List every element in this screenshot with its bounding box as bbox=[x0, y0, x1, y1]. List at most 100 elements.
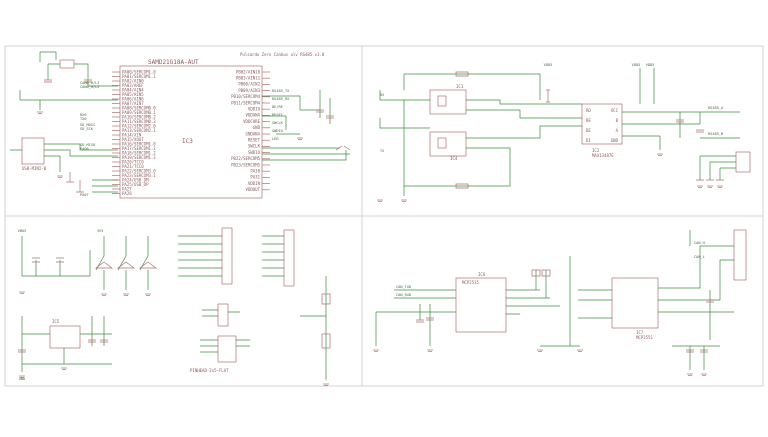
mcu-right-pin: PB08/AIN2 bbox=[238, 82, 260, 87]
mcu-left-net-label: SD_MOSI bbox=[80, 123, 95, 127]
mcu-left-pin: PA19/SERCOM1.3 bbox=[122, 155, 156, 160]
header-a bbox=[221, 227, 233, 285]
ground-symbol bbox=[427, 349, 433, 352]
power-net-label: 3V3 bbox=[97, 229, 104, 233]
ground-symbol bbox=[701, 373, 707, 376]
mcu-left-pin: PA21/TCC0 bbox=[122, 164, 144, 169]
mcu-left-pin: PA17/SERCOM1.1 bbox=[122, 146, 156, 151]
mcu-ref-label: IC3 bbox=[182, 138, 193, 145]
ground-symbol bbox=[373, 349, 379, 352]
crystal bbox=[59, 59, 75, 69]
mcu-left-pin: PA02/AIN0 bbox=[122, 78, 144, 83]
mcu-left-pin: PA22/SERCOM3.0 bbox=[122, 168, 156, 173]
ground-symbol bbox=[323, 383, 329, 386]
mcu-right-pin: PB02/AIN10 bbox=[236, 69, 261, 74]
usb-body bbox=[21, 137, 45, 165]
mcu-left-net-label: CAN0_H/L2 bbox=[80, 85, 99, 89]
mcu-right-pin: VDDIO bbox=[248, 107, 261, 112]
mcu-left-pin: PA00/SERCOM1.0 bbox=[122, 69, 156, 74]
mcu-right-net-label: RESET bbox=[272, 113, 284, 117]
mcu-right-pin: PA30 bbox=[250, 169, 260, 174]
ground-symbol bbox=[377, 199, 383, 202]
opto1-ref: IC1 bbox=[456, 84, 464, 89]
ground-symbols bbox=[19, 111, 723, 386]
usb-label: USB-MINI-B bbox=[22, 166, 47, 171]
mcu-left-pin: PA13/SERCOM2.1 bbox=[122, 128, 156, 133]
can-controller-ref: IC6 bbox=[478, 272, 486, 277]
ground-symbol bbox=[401, 199, 407, 202]
can-net-label: CAN_H bbox=[694, 241, 705, 245]
mcu-left-pin: PA09/SERCOM0.1 bbox=[122, 110, 156, 115]
can-net-label: CAN_L bbox=[694, 255, 705, 259]
sheet-title: Pulsardo Zero Canbus ulv RS485 v3.0 bbox=[240, 52, 325, 57]
mcu-left-pin: PA01/SERCOM1.1 bbox=[122, 74, 156, 79]
rs485-connector bbox=[735, 151, 751, 173]
mcu-right-pin: VDDANA bbox=[246, 113, 261, 118]
rs485-pin-left: DE bbox=[586, 128, 591, 133]
mcu-left-net-label: PA07 bbox=[80, 193, 89, 197]
mcu-left-pin: PA25/USB_DP bbox=[122, 182, 149, 187]
rs485-net-label: TX bbox=[380, 149, 385, 153]
header-block: PINHEAD-2x5-FLAT bbox=[178, 227, 331, 380]
mcu-right-pin: SWDIO bbox=[248, 150, 261, 155]
mcu-left-pin: PA20/TCC0 bbox=[122, 159, 144, 164]
rs485-pin-right: A bbox=[616, 128, 619, 133]
mcu-right-net-label: LED bbox=[272, 137, 279, 141]
mcu-left-pin: PA23/SERCOM3.1 bbox=[122, 173, 156, 178]
mcu-right-pin: PB09/AIN3 bbox=[238, 88, 260, 93]
header-2x5-label: PINHEAD-2x5-FLAT bbox=[190, 368, 229, 373]
power-net-label: GND bbox=[19, 377, 26, 381]
ground-symbol bbox=[123, 293, 129, 296]
rs485-power-label: VDD5 bbox=[646, 63, 655, 67]
mcu-left-nets: CAN0_H/L3CAN0_H/L2RX0TX0SD_MOSISD_SCKSD_… bbox=[80, 81, 99, 197]
mcu-right-pin: PB10/SERCOM4 bbox=[231, 94, 260, 99]
ground-symbol bbox=[657, 153, 663, 156]
can-controller-part: MCP2515 bbox=[462, 280, 479, 285]
mcu-right-pin: PB22/SERCOM5 bbox=[231, 156, 260, 161]
mcu-left-net-label: SD_MISO bbox=[80, 143, 95, 147]
ground-symbol bbox=[19, 291, 25, 294]
mcu-left-pin: PA11/SERCOM0.3 bbox=[122, 119, 156, 124]
opto1-body bbox=[429, 89, 467, 115]
mcu-right-pin: VDDCORE bbox=[243, 119, 260, 124]
mcu-right-net-label: SWDIO bbox=[272, 129, 283, 133]
mcu-part-label: SAMD21G18A-AUT bbox=[148, 59, 199, 66]
opto2-ref: IC4 bbox=[450, 156, 458, 161]
mcu-left-pin: PA16/SERCOM1.0 bbox=[122, 141, 156, 146]
mcu-right-net-label: DE/RE bbox=[272, 105, 283, 109]
header-b bbox=[283, 229, 295, 287]
mcu-right-net-label: RS485_TX bbox=[272, 89, 290, 93]
mcu-left-net-label: CAN0_H/L3 bbox=[80, 81, 99, 85]
mcu-right-pin: GNDANA bbox=[246, 131, 261, 136]
header-2x5 bbox=[217, 335, 237, 363]
can-transceiver-part: MCP2551 bbox=[636, 335, 653, 340]
rs485-pin-left: RO bbox=[586, 108, 591, 113]
mcu-left-net-label: RX0 bbox=[80, 113, 87, 117]
ground-symbol bbox=[537, 349, 543, 352]
opto2-body bbox=[429, 131, 467, 157]
rs485-pin-right: GND bbox=[611, 138, 619, 143]
mcu-left-pin: PA03/AREF bbox=[122, 83, 144, 88]
rs485-net-label: RX bbox=[380, 93, 385, 97]
mcu-right-pin: PB11/SERCOM4 bbox=[231, 100, 260, 105]
mcu-right-pin: PB23/SERCOM5 bbox=[231, 162, 260, 167]
mcu-left-pin: PA28 bbox=[122, 191, 132, 196]
ground-symbol bbox=[37, 111, 43, 114]
mcu-body bbox=[119, 65, 263, 199]
ground-symbol bbox=[707, 185, 713, 188]
mcu-left-pin: PA08/SERCOM0.0 bbox=[122, 105, 156, 110]
ground-symbol bbox=[577, 349, 583, 352]
mcu-left-pin: PA10/SERCOM0.2 bbox=[122, 114, 156, 119]
mcu-right-pin: SWCLK bbox=[248, 144, 261, 149]
rs485-power-label: VDD5 bbox=[544, 63, 553, 67]
mcu-right-net-label: SWCLK bbox=[272, 121, 284, 125]
